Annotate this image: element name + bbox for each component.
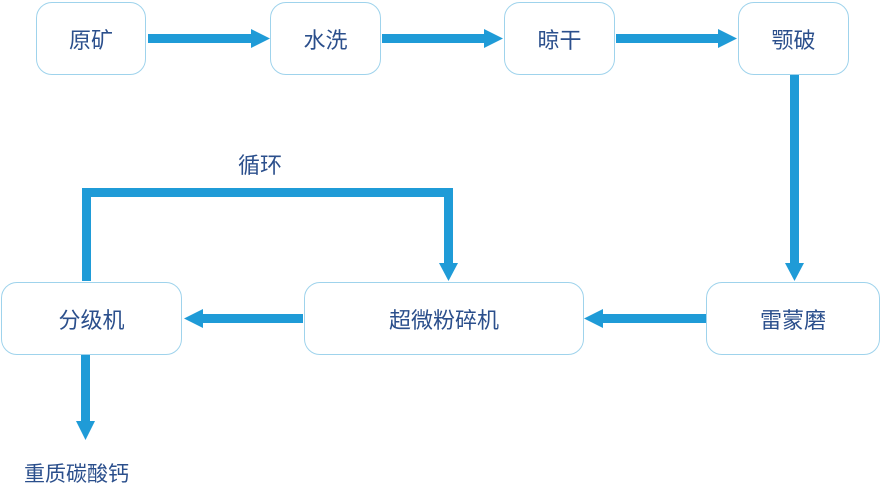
- node-ore-label: 原矿: [68, 28, 113, 54]
- node-wash-label: 水洗: [303, 28, 348, 54]
- node-raymond-mill: 雷蒙磨: [706, 282, 880, 355]
- node-dry: 晾干: [504, 2, 615, 75]
- node-jaw-crusher: 颚破: [738, 2, 849, 75]
- arrow-jaw-to-raymond: [785, 74, 804, 281]
- node-dry-label: 晾干: [537, 28, 582, 54]
- node-classifier: 分级机: [1, 282, 182, 355]
- node-jaw-crusher-label: 颚破: [771, 28, 816, 54]
- arrow-loop-classifier-to-ultrafine: [82, 188, 458, 281]
- arrow-wash-to-dry: [382, 29, 503, 48]
- node-ore: 原矿: [36, 2, 146, 75]
- product-label: 重质碳酸钙: [24, 462, 129, 486]
- loop-label: 循环: [238, 154, 283, 179]
- arrow-ore-to-wash: [148, 29, 270, 48]
- node-wash: 水洗: [270, 2, 381, 75]
- arrow-dry-to-jaw: [616, 29, 737, 48]
- arrow-ultrafine-to-classifier: [184, 309, 303, 328]
- arrow-raymond-to-ultrafine: [584, 309, 706, 328]
- node-ultrafine-grinder: 超微粉碎机: [304, 282, 584, 355]
- arrow-classifier-to-product: [76, 354, 95, 440]
- node-classifier-label: 分级机: [58, 308, 125, 334]
- node-ultrafine-grinder-label: 超微粉碎机: [388, 308, 499, 334]
- node-raymond-mill-label: 雷蒙磨: [759, 308, 826, 334]
